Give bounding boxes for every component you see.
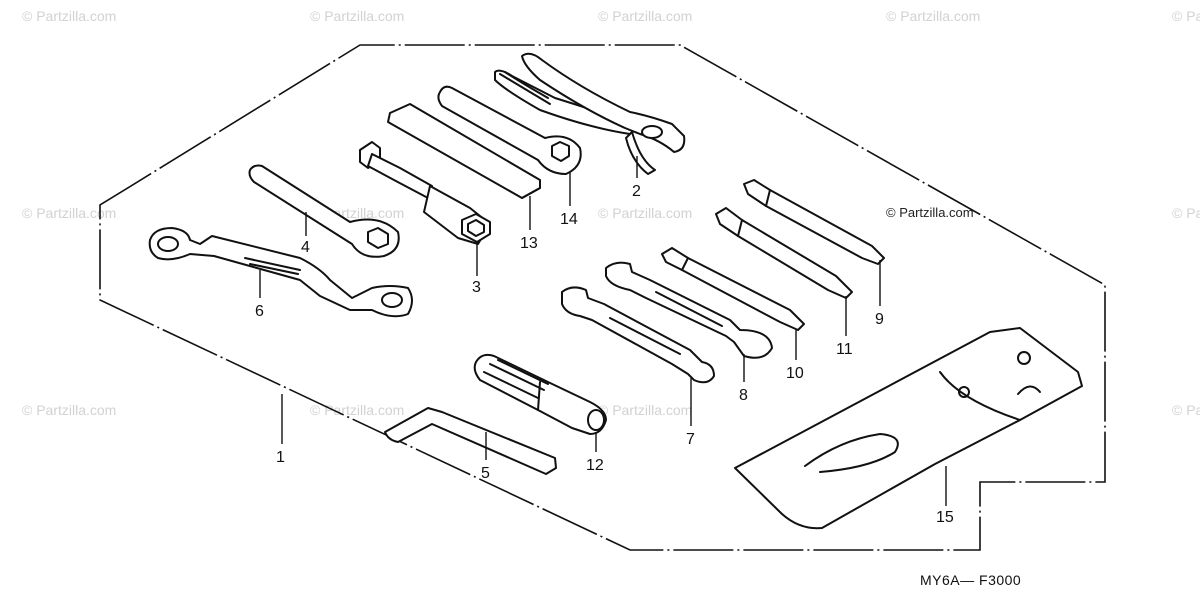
watermark: © Partzilla.com xyxy=(310,8,405,24)
callout-4: 4 xyxy=(301,239,310,256)
tool-bag-outline xyxy=(99,44,1106,551)
part-14-ring-wrench[interactable] xyxy=(437,85,582,175)
part-4-ring-wrench[interactable] xyxy=(248,164,400,258)
callout-10: 10 xyxy=(786,365,804,382)
watermark: © Partzilla.com xyxy=(886,205,974,220)
callout-3: 3 xyxy=(472,279,481,296)
callout-9: 9 xyxy=(875,311,884,328)
watermark: © Partzilla.com xyxy=(22,8,117,24)
callout-14: 14 xyxy=(560,211,578,228)
part-2-pliers[interactable] xyxy=(494,52,686,175)
callout-7: 7 xyxy=(686,431,695,448)
callout-2: 2 xyxy=(632,183,641,200)
callout-labels: 1 2 3 4 5 6 7 8 9 10 11 12 13 14 15 xyxy=(255,183,954,526)
part-10-screwdriver[interactable] xyxy=(661,247,805,331)
watermark: © Partzilla.com xyxy=(1172,8,1200,24)
callout-15: 15 xyxy=(936,509,954,526)
part-12-screwdriver-handle[interactable] xyxy=(473,353,607,435)
callout-12: 12 xyxy=(586,457,604,474)
watermark: © Partzilla.com xyxy=(1172,205,1200,221)
watermark: © Partzilla.com xyxy=(598,8,693,24)
part-5-hex-key[interactable] xyxy=(384,407,557,475)
watermark: © Partzilla.com xyxy=(22,205,117,221)
watermark: © Partzilla.com xyxy=(1172,402,1200,418)
callout-5: 5 xyxy=(481,465,490,482)
part-11-screwdriver[interactable] xyxy=(715,207,853,299)
part-6-box-wrench[interactable] xyxy=(148,227,413,318)
watermark: © Partzilla.com xyxy=(310,402,405,418)
part-8-open-wrench[interactable] xyxy=(605,261,773,359)
part-3-plug-socket[interactable] xyxy=(359,141,491,245)
callout-1: 1 xyxy=(276,449,285,466)
leader-lines xyxy=(259,156,947,506)
part-7-open-wrench[interactable] xyxy=(561,286,715,384)
part-15-tool-bag[interactable] xyxy=(734,327,1083,530)
diagram-code: MY6A— F3000 xyxy=(920,572,1022,588)
watermark: © Partzilla.com xyxy=(598,402,693,418)
callout-13: 13 xyxy=(520,235,538,252)
callout-8: 8 xyxy=(739,387,748,404)
callout-6: 6 xyxy=(255,303,264,320)
watermark: © Partzilla.com xyxy=(598,205,693,221)
callout-11: 11 xyxy=(836,341,853,358)
part-9-screwdriver[interactable] xyxy=(743,179,885,265)
watermark: © Partzilla.com xyxy=(886,8,981,24)
watermark: © Partzilla.com xyxy=(22,402,117,418)
part-13-strip-tool[interactable] xyxy=(387,103,541,199)
